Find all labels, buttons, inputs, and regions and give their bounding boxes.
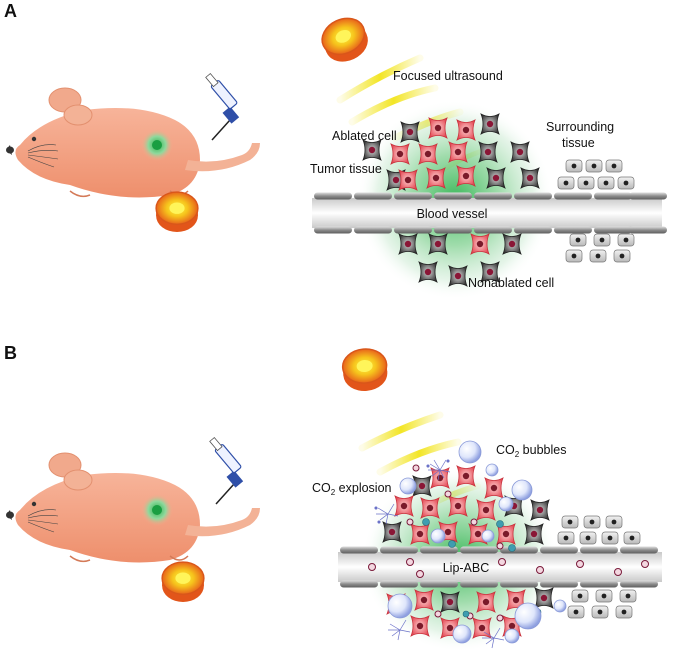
ultrasound-transducer-icon-a-left [155,191,199,233]
syringe-icon-a [204,72,240,141]
vessel-wall-top-a [314,192,667,200]
co2-explosion-label: CO2 explosion [312,481,392,497]
mouse-illustration-a [5,87,261,199]
surrounding-tissue-cells-a-bottom [565,233,635,263]
mouse-illustration-b [5,452,261,564]
ablated-cell-label: Ablated cell [332,129,397,143]
surrounding-tissue-label-1: Surrounding [546,120,614,134]
surrounding-tissue-cells-a-top [557,159,635,190]
panel-b: B [4,343,662,650]
ultrasound-transducer-icon-b-top [340,346,390,394]
focused-ultrasound-label: Focused ultrasound [393,69,503,83]
surrounding-tissue-cells-b-bottom [567,589,637,619]
surrounding-tissue-label-2: tissue [562,136,595,150]
liposome-particles-tumor [406,464,532,622]
panel-a-label: A [4,1,17,21]
teal-particles [422,518,542,618]
surrounding-tissue-cells-b-top [557,515,641,545]
panel-a: A [4,1,667,300]
ultrasound-transducer-icon-b-left [161,561,205,603]
panel-b-label: B [4,343,17,363]
co2-bubbles-label: CO2 bubbles [496,443,566,459]
blood-vessel-label-a: Blood vessel [417,207,488,221]
blood-vessel-a: Blood vessel [312,192,667,234]
nonablated-cell-label: Nonablated cell [468,276,554,290]
blood-vessel-b: Lip-ABC [338,546,662,588]
syringe-icon-b [208,436,244,505]
ultrasound-transducer-icon-a-top [315,10,375,70]
tumor-tissue-label: Tumor tissue [310,162,382,176]
vessel-wall-bottom-a [314,226,667,234]
co2-explosion-bursts [374,459,505,649]
liposome-particles-in-vessel [368,558,649,578]
co2-bubbles [387,440,567,644]
lip-abc-label: Lip-ABC [443,561,490,575]
